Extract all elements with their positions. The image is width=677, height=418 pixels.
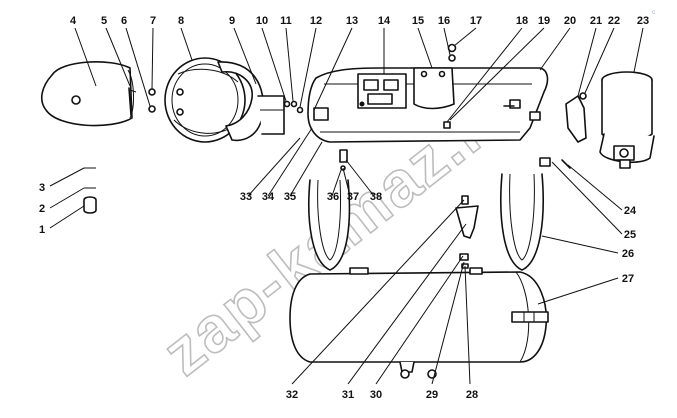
- callout-2: 2: [39, 203, 45, 215]
- callout-15: 15: [412, 15, 424, 27]
- receiver-tank: [289, 267, 549, 379]
- callout-18: 18: [516, 15, 528, 27]
- callout-7: 7: [150, 15, 156, 27]
- callout-35: 35: [284, 191, 296, 203]
- callout-26: 26: [622, 248, 634, 260]
- callout-32: 32: [286, 389, 298, 401]
- nut-16: [448, 54, 456, 62]
- callout-20: 20: [564, 15, 576, 27]
- callout-10: 10: [256, 15, 268, 27]
- callout-11: 11: [280, 15, 292, 27]
- strip-part: [128, 87, 132, 116]
- callout-30: 30: [370, 389, 382, 401]
- small-bracket: [565, 95, 587, 143]
- callout-3: 3: [39, 182, 45, 194]
- fitting-25: [539, 157, 551, 167]
- bolt-32: [461, 195, 469, 205]
- callout-37: 37: [347, 191, 359, 203]
- mounting-plate: [413, 67, 455, 110]
- callout-29: 29: [426, 389, 438, 401]
- callout-22: 22: [608, 15, 620, 27]
- callout-38: 38: [370, 191, 382, 203]
- callout-5: 5: [101, 15, 107, 27]
- corner-mark: c: [652, 10, 655, 16]
- small-fittings: [283, 100, 304, 114]
- callout-25: 25: [624, 229, 636, 241]
- callout-24: 24: [624, 205, 637, 217]
- tank-clamp-strap: [217, 61, 285, 142]
- callout-23: 23: [637, 15, 649, 27]
- nut-22: [579, 92, 587, 100]
- leader-lines: [49, 27, 644, 385]
- end-cap-dome: [40, 61, 137, 127]
- callout-21: 21: [590, 15, 602, 27]
- fitting-29: [459, 253, 469, 261]
- washer-6: [148, 105, 156, 113]
- drain-plug-assembly: [83, 167, 97, 214]
- right-strap-loop: [500, 173, 544, 271]
- callout-8: 8: [178, 15, 184, 27]
- callout-14: 14: [378, 15, 391, 27]
- callout-19: 19: [538, 15, 550, 27]
- valve-block: [357, 73, 407, 109]
- callout-6: 6: [121, 15, 127, 27]
- callout-9: 9: [229, 15, 235, 27]
- callout-33: 33: [240, 191, 252, 203]
- callout-1: 1: [39, 224, 45, 236]
- bolt-18: [443, 121, 451, 129]
- callout-16: 16: [438, 15, 450, 27]
- callout-27: 27: [622, 273, 634, 285]
- callout-12: 12: [310, 15, 322, 27]
- callout-28: 28: [466, 389, 478, 401]
- callout-13: 13: [346, 15, 358, 27]
- callout-34: 34: [262, 191, 275, 203]
- callout-4: 4: [70, 15, 77, 27]
- washer-7: [148, 88, 156, 96]
- callout-31: 31: [342, 389, 354, 401]
- callout-36: 36: [327, 191, 339, 203]
- pipe-24: [561, 159, 571, 169]
- filter-canister: [599, 71, 655, 169]
- shield-30: [455, 205, 479, 239]
- callout-17: 17: [470, 15, 482, 27]
- callout-labels: 4 5 6 7 8 9 10 11 12 13 14 15 16 17 18 1…: [39, 15, 649, 401]
